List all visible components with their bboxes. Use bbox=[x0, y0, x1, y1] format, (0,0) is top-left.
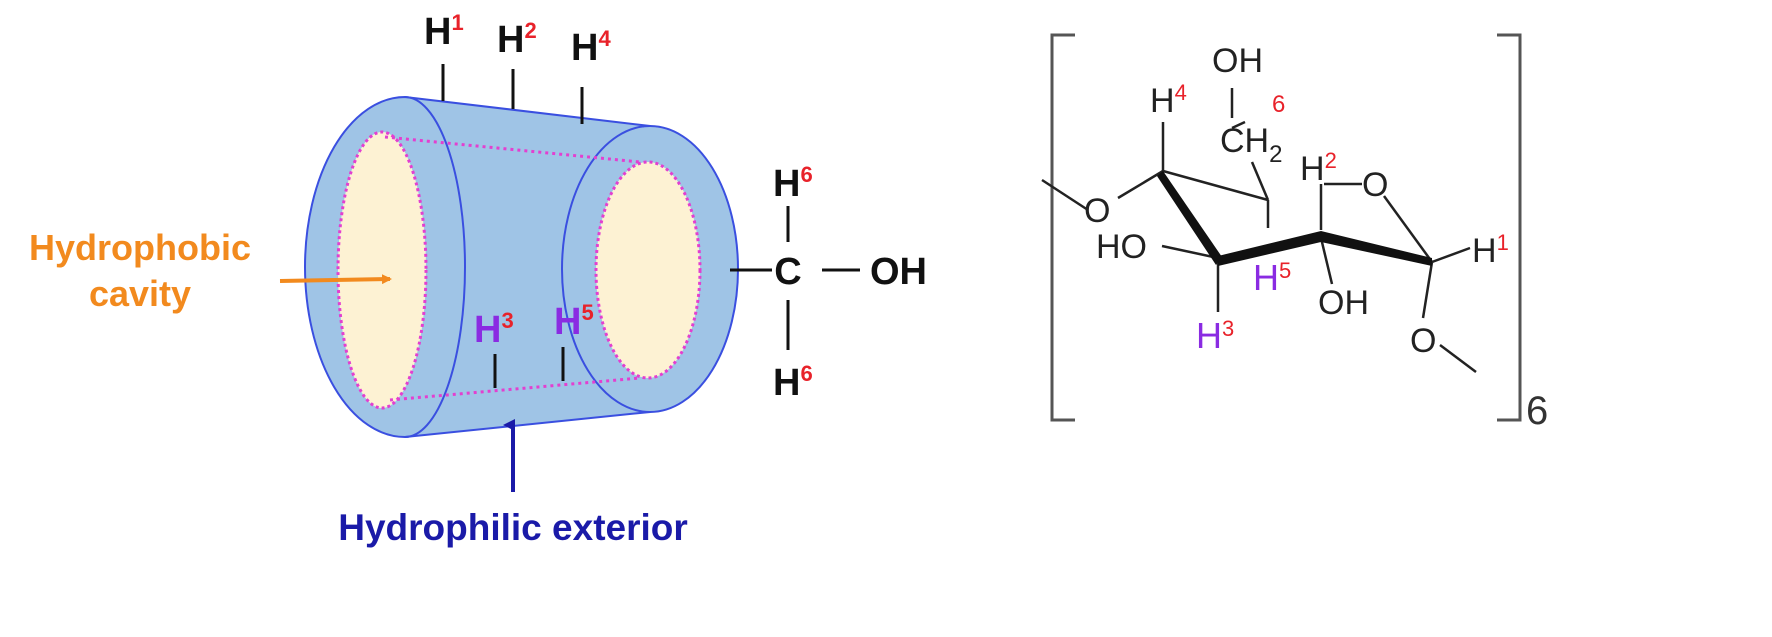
h4-label-right: H4 bbox=[1150, 80, 1187, 120]
h2-label: H2 bbox=[497, 18, 537, 61]
c-atom: C bbox=[774, 251, 801, 293]
wedge-bond-c4-c3 bbox=[1157, 171, 1222, 265]
h2-label-right: H2 bbox=[1300, 148, 1337, 188]
cavity-opening-narrow bbox=[594, 160, 702, 380]
h6-bottom-label: H6 bbox=[773, 361, 813, 404]
h3-label: H3 bbox=[474, 308, 514, 351]
oh-top: OH bbox=[1212, 42, 1263, 80]
ch2-group: CH2 bbox=[1220, 122, 1282, 168]
truncated-cone-model: H1 H2 H4 H3 H5 Hydrophobic cavity Hydrop… bbox=[29, 10, 927, 548]
ring-oxygen: O bbox=[1362, 166, 1388, 204]
h5-label: H5 bbox=[554, 300, 594, 343]
exterior-label: Hydrophilic exterior bbox=[338, 507, 688, 548]
cone-wide-rim bbox=[404, 96, 466, 438]
o-bottom: O bbox=[1410, 322, 1436, 360]
o-left: O bbox=[1084, 192, 1110, 230]
bold-bond-c2-c1 bbox=[1321, 231, 1432, 266]
oh-group: OH bbox=[870, 251, 927, 293]
cavity-opening-wide bbox=[336, 130, 428, 410]
h1-label: H1 bbox=[424, 10, 464, 53]
h3-label-right: H3 bbox=[1196, 315, 1234, 356]
left-bracket bbox=[1050, 33, 1075, 422]
c5-ch2-bond bbox=[1250, 161, 1270, 201]
cavity-label-line1: Hydrophobic bbox=[29, 227, 251, 268]
oh-bottom: OH bbox=[1318, 284, 1369, 322]
bold-bond-c3-c2 bbox=[1218, 231, 1321, 266]
h6-top-label: H6 bbox=[773, 162, 813, 205]
right-bracket bbox=[1497, 33, 1522, 422]
h5-label-right: H5 bbox=[1253, 257, 1291, 298]
h1-label-right: H1 bbox=[1472, 230, 1509, 270]
ring-bonds bbox=[1041, 120, 1477, 373]
glucose-chair-structure: 6 OH CH2 bbox=[1041, 33, 1548, 433]
position-6-label: 6 bbox=[1272, 91, 1285, 118]
cavity-wall-top bbox=[384, 135, 641, 164]
ho-group: HO bbox=[1096, 228, 1147, 266]
cavity-label-line2: cavity bbox=[89, 273, 191, 314]
repeat-count: 6 bbox=[1526, 389, 1548, 433]
cavity-arrow bbox=[279, 274, 392, 285]
h4-label: H4 bbox=[571, 26, 611, 69]
